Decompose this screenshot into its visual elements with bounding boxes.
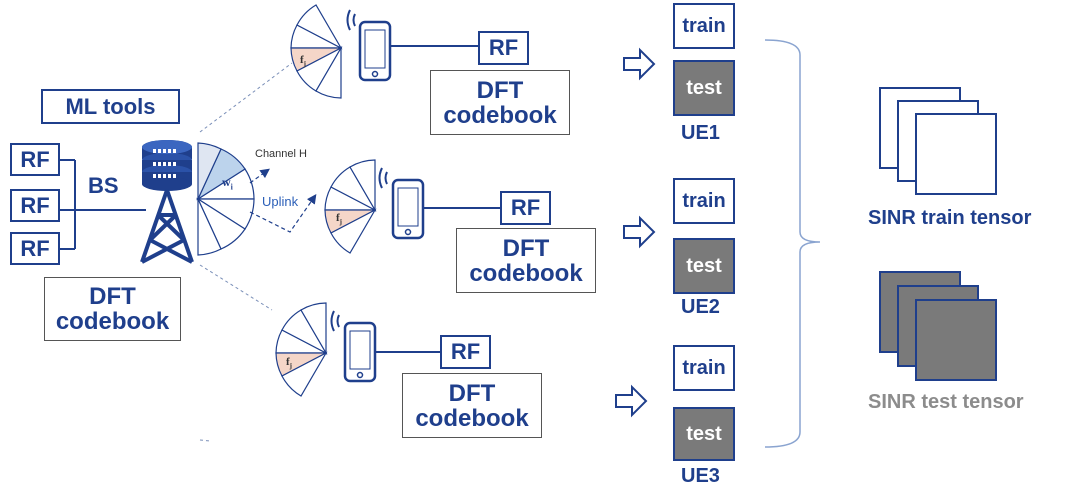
bs-rf-label: RF bbox=[20, 235, 50, 261]
ue3-train-box: train bbox=[673, 345, 735, 391]
ue1-beam-subscript: j bbox=[303, 60, 307, 69]
ue2-beam-symbol: f bbox=[336, 212, 340, 224]
ue2-codebook-line1: DFT bbox=[502, 234, 550, 262]
ue2-codebook-box: DFT codebook bbox=[456, 228, 596, 293]
ue2-beam-subscript: j bbox=[339, 218, 343, 227]
ue3-codebook-line1: DFT bbox=[448, 379, 496, 407]
ue3-codebook-box: DFT codebook bbox=[402, 373, 542, 438]
link-lines bbox=[199, 62, 293, 442]
ue3-codebook-line2: codebook bbox=[415, 404, 529, 432]
bs-codebook-line2: codebook bbox=[55, 308, 170, 335]
ue2-train-box: train bbox=[673, 178, 735, 224]
ml-tools-box: ML tools bbox=[41, 89, 180, 124]
ue3-train-label: train bbox=[682, 357, 726, 379]
ue2-codebook-line2: codebook bbox=[469, 259, 583, 287]
ue1-beam-label: fj bbox=[300, 54, 306, 68]
sinr-train-tensor-label: SINR train tensor bbox=[868, 207, 1032, 229]
bs-codebook-line1: DFT bbox=[89, 283, 136, 310]
bs-beam-fan bbox=[195, 142, 255, 256]
bs-rf-box-3: RF bbox=[10, 232, 60, 265]
bs-beam-subscript: i bbox=[230, 182, 233, 192]
ue1-rf-box: RF bbox=[478, 31, 529, 65]
bs-rf-box-2: RF bbox=[10, 189, 60, 222]
ue3-beam-fan bbox=[275, 302, 328, 397]
ue1-beam-symbol: f bbox=[300, 54, 304, 66]
ue3-test-box: test bbox=[673, 407, 735, 461]
ue1-codebook-line1: DFT bbox=[476, 76, 524, 104]
ue2-beam-label: fj bbox=[336, 212, 342, 226]
ue2-rf-box: RF bbox=[500, 191, 551, 225]
ue1-codebook-line2: codebook bbox=[443, 101, 557, 129]
bs-beam-symbol: w bbox=[222, 175, 231, 189]
uplink-label: Uplink bbox=[262, 194, 299, 209]
ue1-label: UE1 bbox=[681, 122, 720, 144]
bs-codebook-box: DFT codebook bbox=[44, 277, 181, 341]
ue3-rf-label: RF bbox=[450, 339, 481, 364]
base-station-tower-icon bbox=[140, 140, 194, 264]
ue3-beam-label: fj bbox=[286, 356, 292, 370]
ue2-test-label: test bbox=[686, 255, 722, 277]
ue2-rf-label: RF bbox=[510, 195, 541, 220]
ue1-arrow-icon bbox=[623, 47, 656, 81]
bs-rf-label: RF bbox=[20, 192, 50, 218]
ue1-test-label: test bbox=[686, 77, 722, 99]
ue3-arrow-icon bbox=[615, 384, 648, 418]
bs-label: BS bbox=[88, 173, 119, 198]
ml-tools-label: ML tools bbox=[65, 93, 156, 119]
ue3-beam-subscript: j bbox=[289, 362, 293, 371]
arrow-icons bbox=[615, 47, 656, 418]
uplink-path bbox=[249, 168, 317, 233]
bs-rf-box-1: RF bbox=[10, 143, 60, 176]
ue2-label: UE2 bbox=[681, 296, 720, 318]
ue2-phone-icon bbox=[378, 167, 425, 240]
bs-rf-label: RF bbox=[20, 146, 50, 172]
ue1-rf-label: RF bbox=[488, 35, 519, 60]
ue1-phone-icon bbox=[346, 9, 392, 82]
ue2-test-box: test bbox=[673, 238, 735, 294]
bs-rf-connector bbox=[60, 159, 146, 250]
ue2-arrow-icon bbox=[623, 215, 656, 249]
ue1-codebook-box: DFT codebook bbox=[430, 70, 570, 135]
ue3-test-label: test bbox=[686, 423, 722, 445]
ue3-rf-box: RF bbox=[440, 335, 491, 369]
train-tensor-icon bbox=[879, 87, 997, 195]
grouping-bracket bbox=[764, 39, 821, 448]
ue1-train-box: train bbox=[673, 3, 735, 49]
ue1-beam-fan bbox=[290, 4, 343, 99]
sinr-test-tensor-label: SINR test tensor bbox=[868, 391, 1024, 413]
bs-beam-label: wi bbox=[222, 175, 233, 191]
ue3-phone-icon bbox=[330, 310, 377, 383]
ue2-beam-fan bbox=[324, 159, 377, 254]
channel-label: Channel H bbox=[255, 148, 307, 160]
ue1-test-box: test bbox=[673, 60, 735, 116]
ue1-train-label: train bbox=[682, 15, 726, 37]
ue3-beam-symbol: f bbox=[286, 356, 290, 368]
ue2-train-label: train bbox=[682, 190, 726, 212]
ue3-label: UE3 bbox=[681, 465, 720, 487]
test-tensor-icon bbox=[879, 271, 997, 381]
